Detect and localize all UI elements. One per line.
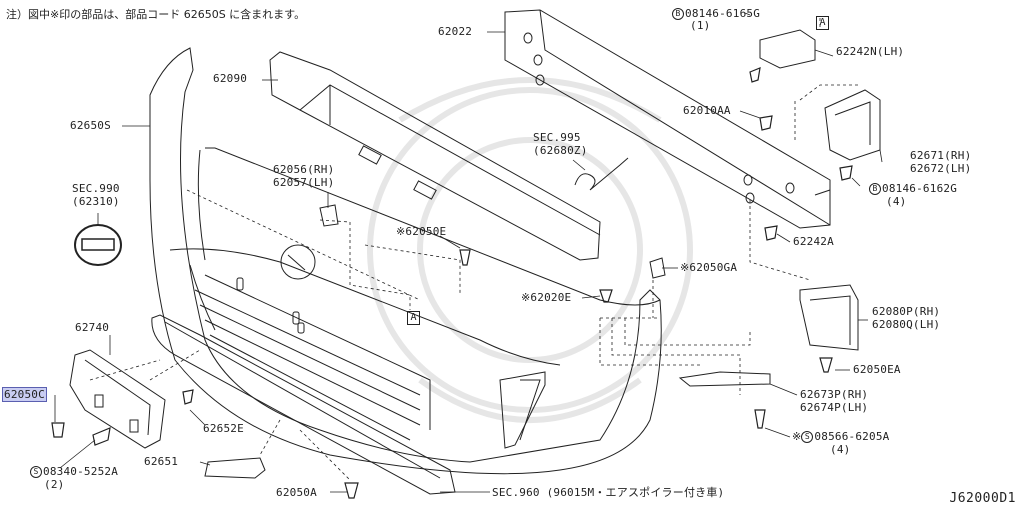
side-bracket-62080 bbox=[799, 284, 859, 351]
label-62673P[interactable]: 62673P(RH) bbox=[800, 388, 869, 401]
clip-62050GA bbox=[649, 257, 666, 279]
star-mark: ※ bbox=[792, 430, 802, 443]
label-62050EA[interactable]: 62050EA bbox=[853, 363, 901, 376]
label-62652E[interactable]: 62652E bbox=[203, 422, 244, 435]
label-62050E[interactable]: ※62050E bbox=[396, 225, 447, 238]
highlighted-part: 62050C bbox=[2, 387, 47, 402]
dashed-connectors bbox=[89, 18, 860, 481]
label-62050GA[interactable]: ※62050GA bbox=[680, 261, 738, 274]
note-text: 注）図中※印の部品は、部品コード 62650S に含まれます。 bbox=[6, 8, 306, 21]
label-62090[interactable]: 62090 bbox=[213, 72, 248, 85]
label-62020E[interactable]: ※62020E bbox=[521, 291, 572, 304]
label-62740[interactable]: 62740 bbox=[75, 321, 110, 334]
stay-62242N bbox=[759, 29, 816, 69]
energy-absorber-62090 bbox=[269, 51, 601, 261]
label-62671[interactable]: 62671(RH) bbox=[910, 149, 972, 162]
bolt-symbol-icon: B bbox=[672, 8, 684, 20]
star-mark: ※ bbox=[521, 291, 531, 304]
label-screw2-qty: (4) bbox=[830, 443, 851, 456]
label-62674P[interactable]: 62674P(LH) bbox=[800, 401, 869, 414]
screw-symbol-icon: S bbox=[30, 466, 42, 478]
bumper-fascia-62650S bbox=[149, 47, 662, 475]
label-62050A[interactable]: 62050A bbox=[276, 486, 317, 499]
bracket-62673P bbox=[678, 371, 771, 387]
label-62057[interactable]: 62057(LH) bbox=[273, 176, 335, 189]
label-screw-08340-qty: (2) bbox=[44, 478, 65, 491]
label-62080P[interactable]: 62080P(RH) bbox=[872, 305, 941, 318]
star-mark: ※ bbox=[396, 225, 406, 238]
star-mark: ※ bbox=[680, 261, 690, 274]
label-sec995-sub: (62680Z) bbox=[533, 144, 588, 157]
watermark-emblem bbox=[367, 77, 693, 423]
bracket-62740 bbox=[69, 349, 166, 449]
label-62651[interactable]: 62651 bbox=[144, 455, 179, 468]
section-marker-a-bottom: A bbox=[407, 311, 420, 325]
reinforcement-beam-62022 bbox=[504, 9, 831, 229]
label-bolt2-qty: (4) bbox=[886, 195, 907, 208]
label-62022[interactable]: 62022 bbox=[438, 25, 473, 38]
retainer-62056 bbox=[319, 204, 339, 227]
label-62242A[interactable]: 62242A bbox=[793, 235, 834, 248]
stay-62671 bbox=[824, 89, 881, 161]
hook-sec995 bbox=[574, 157, 629, 191]
section-marker-a-top: A bbox=[816, 16, 829, 30]
label-sec995[interactable]: SEC.995 bbox=[533, 131, 581, 144]
label-62080Q[interactable]: 62080Q(LH) bbox=[872, 318, 941, 331]
label-62050C[interactable]: 62050C bbox=[2, 387, 47, 402]
bolt-symbol-icon: B bbox=[869, 183, 881, 195]
diagram-code: J62000D1 bbox=[949, 491, 1016, 506]
label-62056[interactable]: 62056(RH) bbox=[273, 163, 335, 176]
label-62672[interactable]: 62672(LH) bbox=[910, 162, 972, 175]
label-62650S[interactable]: 62650S bbox=[70, 119, 111, 132]
screw-symbol-icon: S bbox=[801, 431, 814, 443]
cover-62651 bbox=[204, 457, 266, 479]
label-sec990-sub: (62310) bbox=[72, 195, 120, 208]
label-62010AA[interactable]: 62010AA bbox=[683, 104, 731, 117]
fasteners bbox=[51, 67, 853, 499]
leader-lines bbox=[54, 12, 883, 493]
label-bolt1-qty: (1) bbox=[690, 19, 711, 32]
label-sec990[interactable]: SEC.990 bbox=[72, 182, 120, 195]
label-62242N[interactable]: 62242N(LH) bbox=[836, 45, 905, 58]
label-sec960[interactable]: SEC.960 (96015M・エアスポイラー付き車) bbox=[492, 486, 725, 499]
lower-strip bbox=[151, 314, 456, 495]
